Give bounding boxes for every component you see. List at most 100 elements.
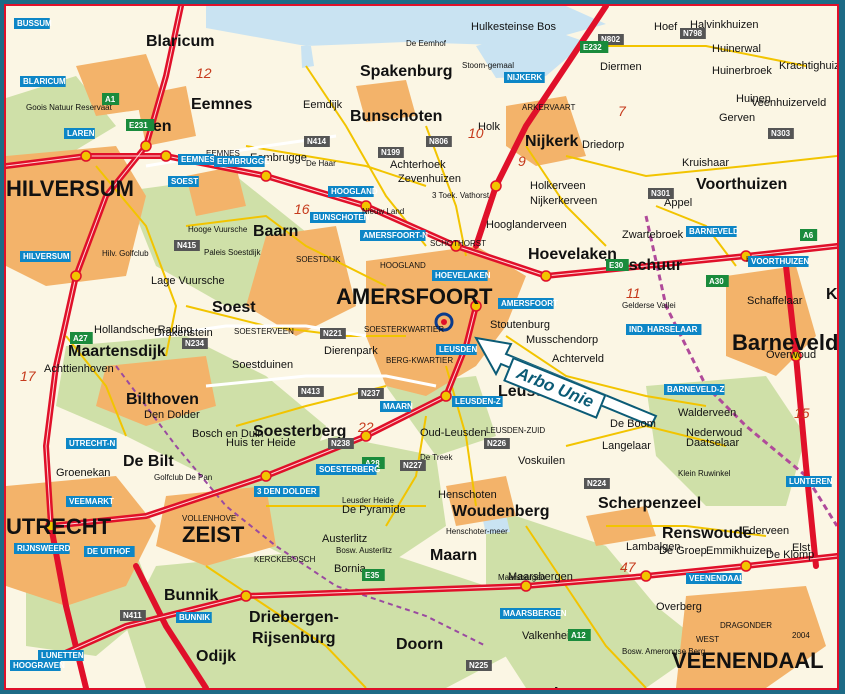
route-shield: A1 — [102, 93, 120, 105]
exit-sign-box — [254, 486, 320, 497]
road-number-text: N237 — [361, 389, 381, 398]
town-label: Driebergen- — [249, 609, 339, 626]
exit-sign: VOORTHUIZEN — [748, 256, 809, 267]
exit-sign-text: BARNEVELD-Z — [667, 385, 724, 394]
route-shield-text: E232 — [583, 43, 602, 52]
exit-sign-text: LEUSDEN-Z — [455, 397, 501, 406]
exit-sign-text: UTRECHT-N — [69, 439, 115, 448]
route-shield-box — [362, 569, 385, 581]
village-label: Eemdijk — [303, 99, 343, 111]
road-number: N224 — [584, 478, 610, 489]
village-label: Halvinkhuizen — [690, 19, 758, 31]
exit-sign: AMERSFOORT-N — [360, 230, 428, 241]
arbo-unie-location[interactable] — [434, 312, 454, 332]
exit-sign: HILVERSUM — [20, 251, 71, 262]
exit-sign-text: DE UITHOF — [87, 547, 130, 556]
grid-number: 9 — [518, 153, 526, 169]
city-label: Barneveld — [732, 330, 837, 355]
road-number-box — [328, 438, 354, 449]
village-label: Bornia — [334, 563, 367, 575]
road-number-text: N802 — [601, 35, 621, 44]
exit-sign-text: AMERSFOORT — [501, 299, 558, 308]
exit-sign-text: HOEVELAKEN — [435, 271, 491, 280]
town-label: De Bilt — [123, 453, 174, 470]
exit-sign-text: LEUSDEN — [439, 345, 477, 354]
grid-number: 17 — [20, 368, 37, 384]
village-label: Dierenpark — [324, 345, 378, 357]
district-label: SOESTERVEEN — [234, 327, 294, 336]
grid-number: 47 — [620, 559, 637, 575]
district-label: KERCKEBOSCH — [254, 555, 316, 564]
road-number-box — [426, 136, 452, 147]
village-label: Krachtighuizen — [779, 60, 837, 72]
exit-sign: IND. HARSELAAR — [626, 324, 702, 335]
road-number: N226 — [484, 438, 510, 449]
village-label: Hulkesteinse Bos — [471, 21, 556, 33]
exit-sign-box — [686, 573, 742, 584]
exit-sign-box — [748, 256, 809, 267]
city-label: AMERSFOORT — [336, 284, 493, 309]
route-shield-text: A12 — [571, 631, 586, 640]
village-label: De Boom — [610, 418, 656, 430]
road-map[interactable]: AMERSFOORTHILVERSUMUTRECHTZEISTVEENENDAA… — [6, 6, 837, 688]
exit-sign-box — [310, 212, 366, 223]
village-label: Musschendorp — [526, 334, 598, 346]
town-label: Doorn — [396, 636, 443, 653]
village-label: Holk — [478, 121, 501, 133]
exit-sign-text: 3 DEN DOLDER — [257, 487, 317, 496]
village-label: Emmikhuizen — [706, 545, 772, 557]
village-label: Holkerveen — [530, 180, 586, 192]
exit-sign-box — [380, 401, 411, 412]
exit-sign: BARNEVELD-Z — [664, 384, 725, 395]
exit-sign: VEENENDAAL — [686, 573, 744, 584]
road-number-text: N806 — [429, 137, 449, 146]
village-label: Achterhoek — [390, 159, 446, 171]
landmark-label: 2004 — [792, 631, 810, 640]
town-label: Voorthuizen — [696, 176, 787, 193]
exit-sign-box — [20, 76, 66, 87]
exit-sign-box — [168, 176, 199, 187]
route-shield: E232 — [580, 41, 609, 53]
city-label: HILVERSUM — [6, 176, 134, 201]
road-number: N221 — [320, 328, 346, 339]
route-shield-text: A28 — [365, 459, 380, 468]
road-number-text: N798 — [683, 29, 703, 38]
village-label: Austerlitz — [322, 533, 367, 545]
landmark-label: Hooge Vuursche — [188, 225, 248, 234]
road-number-box — [466, 660, 492, 671]
district-label: HOOGLAND — [380, 261, 426, 270]
road-number-text: N415 — [177, 241, 197, 250]
town-label: Soest — [212, 299, 256, 316]
village-label: Huis ter Heide — [226, 437, 296, 449]
village-label: Lambalgen — [626, 541, 680, 553]
exit-sign-box — [66, 496, 112, 507]
route-shield: A6 — [800, 229, 818, 241]
exit-sign-text: BUNSCHOTEN — [313, 213, 370, 222]
exit-sign: EEMNES — [178, 154, 215, 165]
exit-sign-box — [176, 612, 212, 623]
exit-sign: LEUSDEN — [436, 344, 477, 355]
exit-sign-text: RIJNSWEERD — [17, 544, 71, 553]
district-label: Klein Ruwinkel — [678, 469, 731, 478]
road-number-box — [598, 34, 624, 45]
village-label: Overberg — [656, 601, 702, 613]
route-shield-text: A27 — [73, 334, 88, 343]
exit-sign-box — [14, 543, 70, 554]
landmark-label: Paleis Soestdijk — [204, 248, 261, 257]
town-label: Rijsenburg — [252, 630, 336, 647]
landmark-label: Stoom-gemaal — [462, 61, 514, 70]
exit-sign: LUNETTEN — [38, 650, 84, 661]
village-label: Nederwoud — [686, 427, 742, 439]
road-number-text: N225 — [469, 661, 489, 670]
exit-sign-box — [504, 72, 545, 83]
exit-sign: BUNNIK — [176, 612, 212, 623]
village-label: Hooglanderveen — [486, 219, 567, 231]
road-number: N237 — [358, 388, 384, 399]
exit-sign: LEUSDEN-Z — [452, 396, 503, 407]
road-number-box — [484, 438, 510, 449]
town-label: Leersum — [554, 685, 621, 688]
